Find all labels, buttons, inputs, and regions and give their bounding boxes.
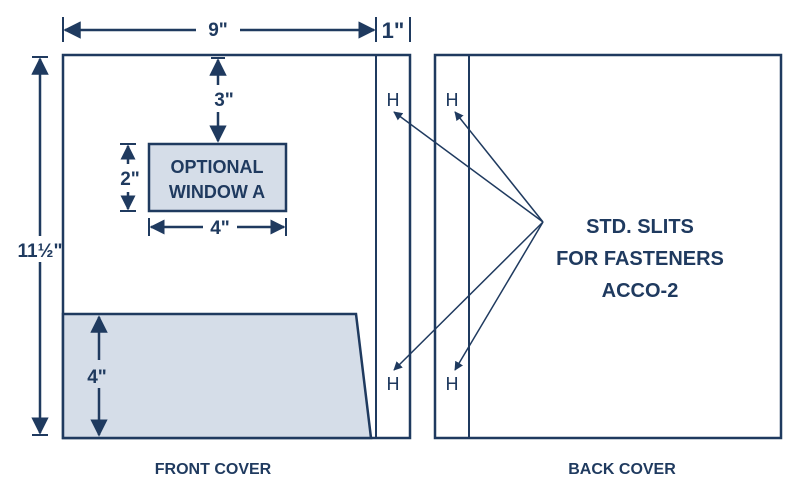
window-width-label: 4"	[210, 218, 230, 239]
callout-line1: STD. SLITS	[586, 216, 694, 238]
window-label-line2: WINDOW A	[169, 182, 265, 202]
pocket-height-dimension: 4"	[87, 315, 108, 437]
height-label: 11½"	[18, 241, 63, 262]
height-dimension: 11½"	[18, 56, 63, 436]
leader-back-bottom	[454, 221, 544, 371]
window-height-label: 2"	[120, 169, 140, 190]
window-label-line1: OPTIONAL	[171, 157, 264, 177]
leader-back-top	[454, 111, 544, 223]
back-cover: H H	[433, 53, 783, 440]
back-cover-outline	[433, 53, 783, 440]
window-offset-label: 3"	[214, 90, 234, 111]
pocket-height-label: 4"	[87, 367, 107, 388]
window-height-dimension: 2"	[120, 143, 140, 212]
callout-line3: ACCO-2	[602, 280, 679, 302]
fastener-slit-back-top: H	[445, 90, 459, 111]
fastener-slit-front-top: H	[386, 90, 400, 111]
leader-front-top	[393, 111, 544, 223]
fastener-callout: STD. SLITS FOR FASTENERS ACCO-2	[556, 216, 724, 302]
width-dimension: 9" 1"	[62, 17, 411, 43]
leader-front-bottom	[393, 221, 544, 371]
optional-window	[147, 142, 288, 213]
fastener-slit-front-bottom: H	[386, 374, 400, 395]
window-offset-dimension: 3"	[209, 57, 234, 143]
pocket	[61, 312, 373, 440]
callout-leaders	[393, 111, 544, 371]
front-cover-caption: FRONT COVER	[155, 461, 272, 478]
callout-line2: FOR FASTENERS	[556, 248, 724, 270]
fastener-slit-back-bottom: H	[445, 374, 459, 395]
spine-width-label: 1"	[382, 18, 405, 43]
window-width-dimension: 4"	[148, 218, 287, 239]
back-cover-caption: BACK COVER	[568, 461, 676, 478]
front-cover: OPTIONAL WINDOW A H H	[61, 53, 412, 440]
front-width-label: 9"	[208, 20, 228, 41]
